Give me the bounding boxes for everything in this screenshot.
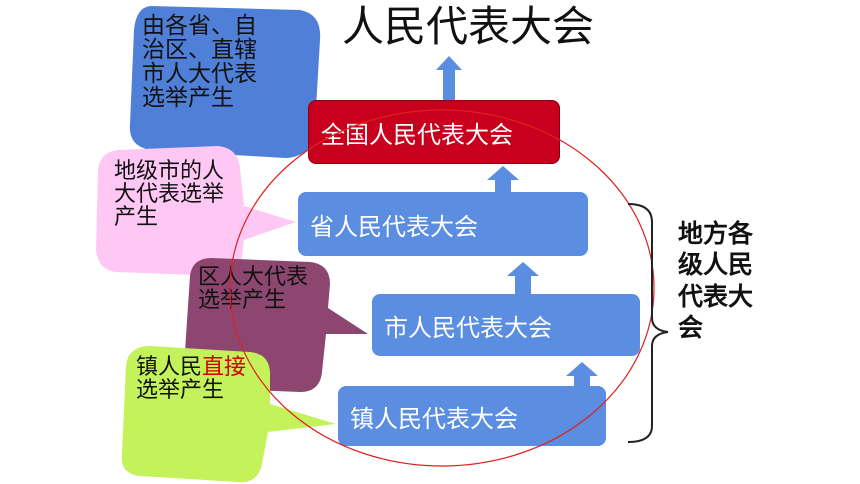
box-city-label: 市人民代表大会 (384, 313, 552, 342)
arrow-up-icon (487, 166, 519, 192)
callout-prefecture-label: 地级市的人大代表选举产生 (114, 159, 225, 231)
callout-text-prefecture: 地级市的人大代表选举产生 (114, 160, 224, 229)
callout-town-post: 选举产生 (136, 378, 225, 404)
arrow-up-icon (436, 56, 462, 100)
box-town-label: 镇人民代表大会 (350, 404, 518, 433)
callout-text-provincial: 由各省、自治区、直辖市人大代表选举产生 (142, 14, 272, 111)
box-town-pc: 镇人民代表大会 (338, 386, 606, 446)
callout-town-pre: 镇人民 (136, 355, 203, 380)
box-national-label: 全国人民代表大会 (321, 120, 513, 149)
arrow-up-icon (566, 362, 598, 388)
callout-provincial-label: 由各省、自治区、直辖市人大代表选举产生 (142, 13, 257, 112)
callout-text-district: 区人大代表选举产生 (198, 266, 314, 312)
callout-text-town: 镇人民直接选举产生 (136, 356, 248, 402)
diagram-title: 人民代表大会 (342, 2, 595, 51)
box-province-label: 省人民代表大会 (310, 212, 478, 241)
callout-district-label: 区人大代表选举产生 (198, 265, 309, 314)
callout-bubble-provincial (129, 6, 345, 158)
box-city-pc: 市人民代表大会 (372, 294, 640, 356)
arrow-up-icon (507, 262, 539, 294)
right-brace (627, 203, 669, 443)
callout-town-highlight: 直接 (202, 355, 247, 380)
callout-bubble-prefecture (96, 146, 296, 276)
local-congress-label: 地方各级人民代表大会 (678, 219, 754, 342)
callout-bubble-town (121, 346, 337, 483)
highlight-circle (229, 109, 655, 467)
box-province-pc: 省人民代表大会 (298, 192, 588, 256)
